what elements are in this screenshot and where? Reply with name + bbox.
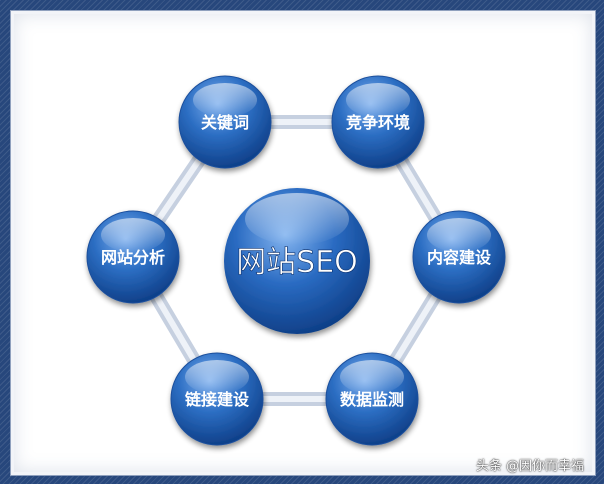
watermark-text: 头条 @因你而幸福 <box>475 459 584 474</box>
node-link-building: 链接建设 <box>170 352 264 446</box>
node-label: 内容建设 <box>427 248 492 267</box>
center-label: 网站SEO <box>236 245 358 280</box>
node-site-analysis: 网站分析 <box>86 210 180 304</box>
node-label: 网站分析 <box>101 248 165 267</box>
node-keywords: 关键词 <box>178 75 272 169</box>
node-label: 竞争环境 <box>346 113 410 132</box>
node-label: 关键词 <box>201 113 249 132</box>
center-node: 网站SEO <box>224 188 370 334</box>
node-competition: 竞争环境 <box>331 75 425 169</box>
node-content-building: 内容建设 <box>412 210 506 304</box>
node-data-monitoring: 数据监测 <box>325 352 419 446</box>
node-label: 链接建设 <box>185 390 250 409</box>
node-label: 数据监测 <box>340 390 404 409</box>
diagram-panel: 关键词 竞争环境网站分析 内容建设链接建设 数据监测 网站SEO <box>11 11 595 475</box>
